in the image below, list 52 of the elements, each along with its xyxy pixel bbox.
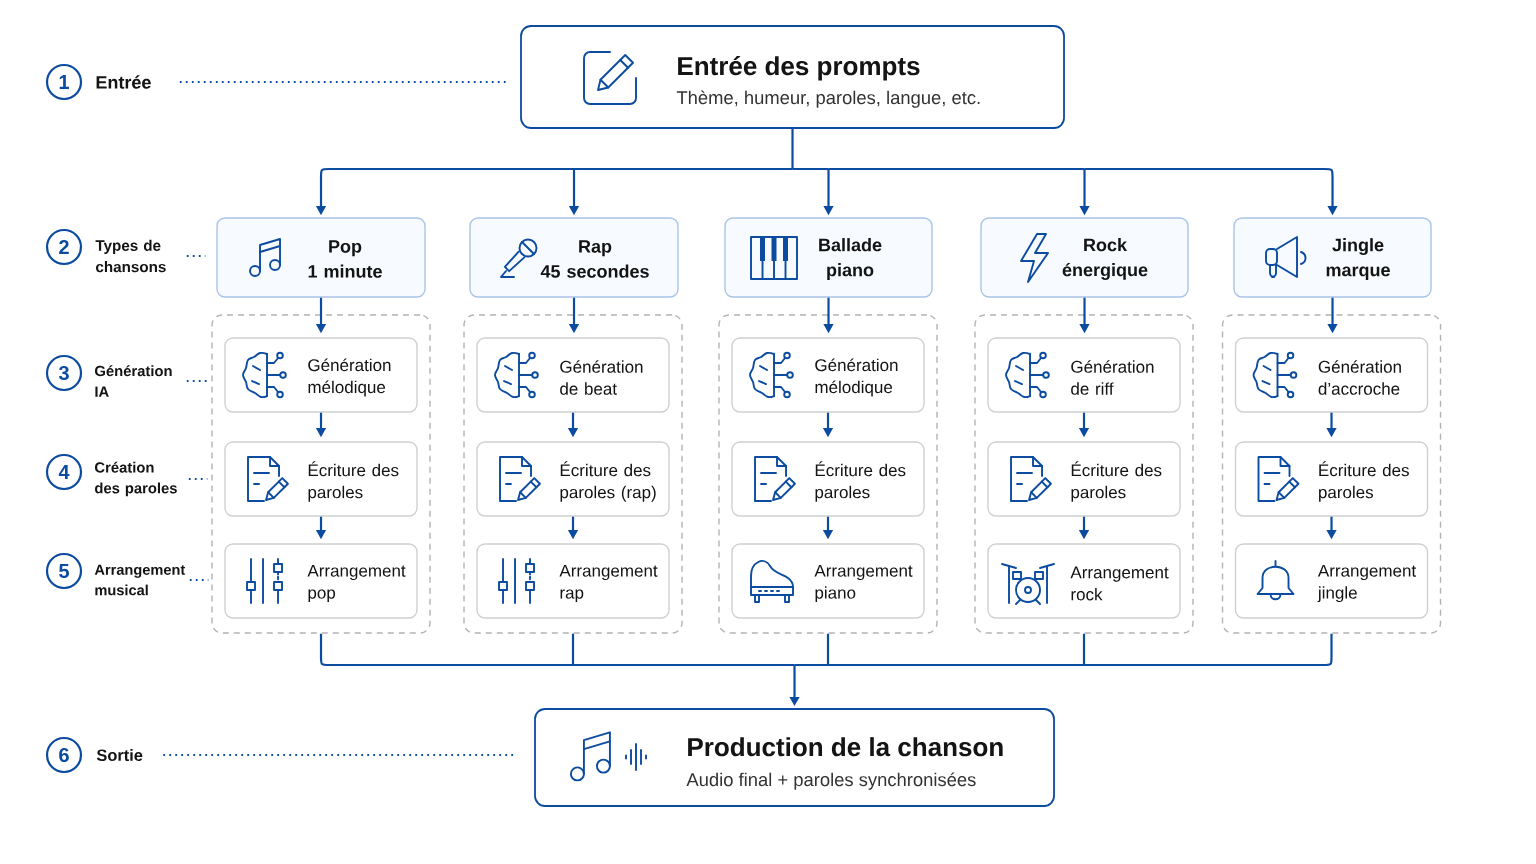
category-box: Jingle marque bbox=[1233, 217, 1432, 298]
process-box: Arrangement jingle bbox=[1234, 543, 1429, 619]
connector-line bbox=[794, 663, 828, 667]
process-box: Génération de beat bbox=[476, 337, 670, 413]
process-box: Production de la chanson Audio final + paroles synchronisées bbox=[534, 708, 1055, 807]
process-box: Écriture des paroles bbox=[224, 441, 418, 517]
connector-line bbox=[1084, 633, 1333, 667]
step-label: Entrée bbox=[96, 75, 151, 89]
category-box: Pop 1 minute bbox=[216, 217, 426, 298]
connector-line bbox=[1082, 633, 1086, 665]
process-box: Génération mélodique bbox=[224, 337, 418, 413]
process-box: Génération mélodique bbox=[731, 337, 925, 413]
dashed-group-box bbox=[974, 314, 1194, 634]
connector-line bbox=[828, 167, 1085, 171]
connector-line bbox=[573, 663, 795, 667]
process-box: Génération de riff bbox=[987, 337, 1181, 413]
connector-line bbox=[319, 633, 573, 667]
process-box: Écriture des paroles bbox=[1234, 441, 1429, 517]
dashed-group-box bbox=[1221, 314, 1442, 634]
connector-line bbox=[828, 663, 1084, 667]
leader-line bbox=[185, 380, 209, 382]
connector-line bbox=[574, 167, 793, 171]
process-box: Écriture des paroles (rap) bbox=[476, 441, 670, 517]
step-number: 5 bbox=[45, 552, 83, 590]
step-number: 6 bbox=[45, 736, 83, 774]
connector-line bbox=[826, 633, 830, 665]
step-number: 1 bbox=[45, 63, 83, 101]
dashed-group-box bbox=[211, 314, 431, 634]
connector-line bbox=[571, 633, 575, 665]
step-label: Sortie bbox=[96, 749, 143, 762]
dashed-group-box bbox=[463, 314, 683, 634]
category-box: Ballade piano bbox=[724, 217, 933, 298]
process-box: Écriture des paroles bbox=[731, 441, 925, 517]
step-number: 3 bbox=[45, 354, 83, 392]
step-number: 4 bbox=[45, 453, 83, 491]
process-box: Arrangement rap bbox=[476, 543, 670, 619]
category-box: Rock énergique bbox=[980, 217, 1189, 298]
category-box: Rap 45 secondes bbox=[469, 217, 679, 298]
step-label: Génération IA bbox=[95, 365, 172, 397]
step-label: Arrangement musical bbox=[94, 564, 186, 596]
process-box: Arrangement rock bbox=[987, 543, 1181, 619]
step-label: Types de chansons bbox=[95, 239, 166, 273]
dashed-group-box bbox=[718, 314, 938, 634]
process-box: Génération d’accroche bbox=[1234, 337, 1429, 413]
step-label: Création des paroles bbox=[95, 461, 177, 497]
process-box: Entrée des prompts Thème, humeur, paroles, langue, etc. bbox=[520, 25, 1065, 129]
step-number: 2 bbox=[45, 228, 83, 266]
connector-line bbox=[792, 167, 829, 171]
process-box: Écriture des paroles bbox=[987, 441, 1181, 517]
connector-line bbox=[791, 128, 794, 169]
process-box: Arrangement piano bbox=[731, 543, 925, 619]
process-box: Arrangement pop bbox=[224, 543, 418, 619]
